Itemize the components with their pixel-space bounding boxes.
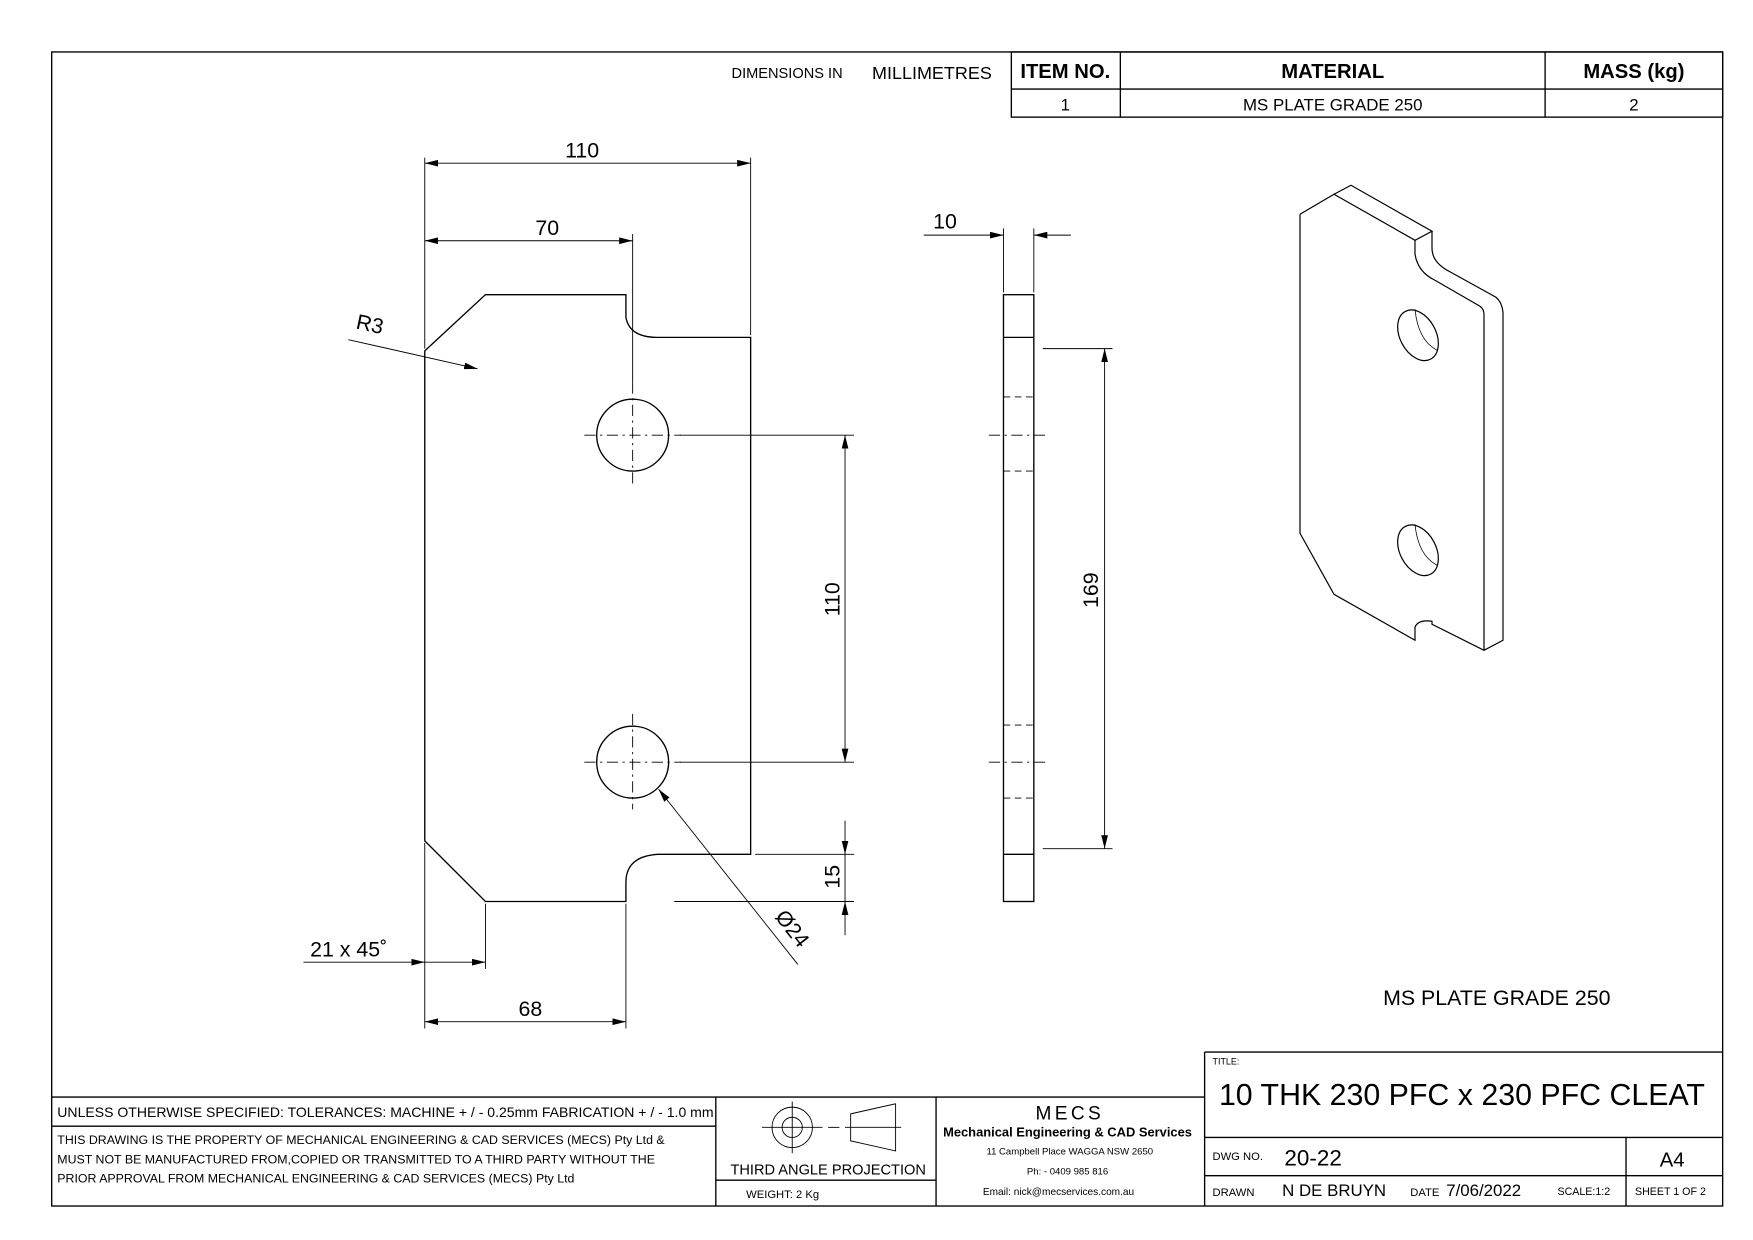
bom-header-material: MATERIAL (1281, 61, 1384, 83)
company-address: 11 Campbell Place WAGGA NSW 2650 (986, 1146, 1153, 1157)
sheet-number: SHEET 1 OF 2 (1635, 1186, 1706, 1198)
front-view: 110 70 R3 110 15 Ø24 21 x 45˚ 68 (303, 139, 855, 1029)
dimensions-unit: MILLIMETRES (872, 63, 992, 83)
dimensions-label: DIMENSIONS IN (732, 66, 843, 82)
company-email: Email: nick@mecservices.com.au (983, 1187, 1134, 1198)
side-view: 10 169 (923, 209, 1113, 903)
dwg-no-label: DWG NO. (1212, 1151, 1262, 1163)
dim-chamfer: 21 x 45˚ (310, 938, 387, 962)
property-line-1: THIS DRAWING IS THE PROPERTY OF MECHANIC… (57, 1133, 665, 1147)
sheet-size: A4 (1660, 1150, 1685, 1172)
drawn-label: DRAWN (1212, 1187, 1254, 1199)
projection-label: THIRD ANGLE PROJECTION (730, 1163, 925, 1179)
property-line-3: PRIOR APPROVAL FROM MECHANICAL ENGINEERI… (57, 1171, 574, 1185)
company-phone: Ph: - 0409 985 816 (1027, 1167, 1108, 1178)
isometric-view (1299, 184, 1504, 651)
dim-bottom-width: 68 (519, 997, 543, 1021)
sheet-border (51, 51, 1724, 1207)
dim-notch: 15 (820, 865, 844, 889)
dim-radius: R3 (354, 310, 386, 339)
scale-label: SCALE:1:2 (1557, 1186, 1610, 1198)
weight-label: WEIGHT: 2 Kg (746, 1189, 819, 1201)
drawing-date: 7/06/2022 (1446, 1181, 1521, 1200)
bom-cell-item: 1 (1061, 95, 1070, 114)
bom-cell-mass: 2 (1629, 95, 1638, 114)
bom-table: ITEM NO. MATERIAL MASS (kg) 1 MS PLATE G… (1010, 51, 1724, 118)
dim-hole-offset: 70 (535, 216, 559, 240)
property-line-2: MUST NOT BE MANUFACTURED FROM,COPIED OR … (57, 1152, 655, 1166)
bom-header-mass: MASS (kg) (1583, 61, 1684, 83)
bom-cell-material: MS PLATE GRADE 250 (1243, 95, 1422, 114)
drawing-title: 10 THK 230 PFC x 230 PFC CLEAT (1219, 1079, 1705, 1112)
side-outline (1002, 294, 1035, 903)
date-label: DATE (1410, 1187, 1439, 1199)
dim-overall-width: 110 (565, 139, 599, 163)
third-angle-symbol (761, 1101, 902, 1154)
dim-hole-dia: Ø24 (770, 905, 814, 952)
dwg-no: 20-22 (1284, 1146, 1341, 1171)
drawn-by: N DE BRUYN (1282, 1181, 1386, 1200)
bom-header-item: ITEM NO. (1020, 61, 1110, 83)
dim-length: 169 (1079, 572, 1103, 608)
iso-hole-top (1397, 309, 1439, 362)
material-note: MS PLATE GRADE 250 (1383, 986, 1610, 1010)
tolerances-note: UNLESS OTHERWISE SPECIFIED: TOLERANCES: … (57, 1104, 713, 1120)
dim-thickness: 10 (933, 209, 957, 233)
title-block: UNLESS OTHERWISE SPECIFIED: TOLERANCES: … (51, 1051, 1723, 1207)
iso-hole-bottom (1397, 524, 1439, 577)
dim-hole-spacing: 110 (820, 582, 844, 616)
title-label: TITLE: (1212, 1056, 1239, 1066)
company-name: Mechanical Engineering & CAD Services (943, 1124, 1192, 1139)
company-logo: MECS (1035, 1103, 1104, 1124)
plate-outline (424, 294, 752, 903)
